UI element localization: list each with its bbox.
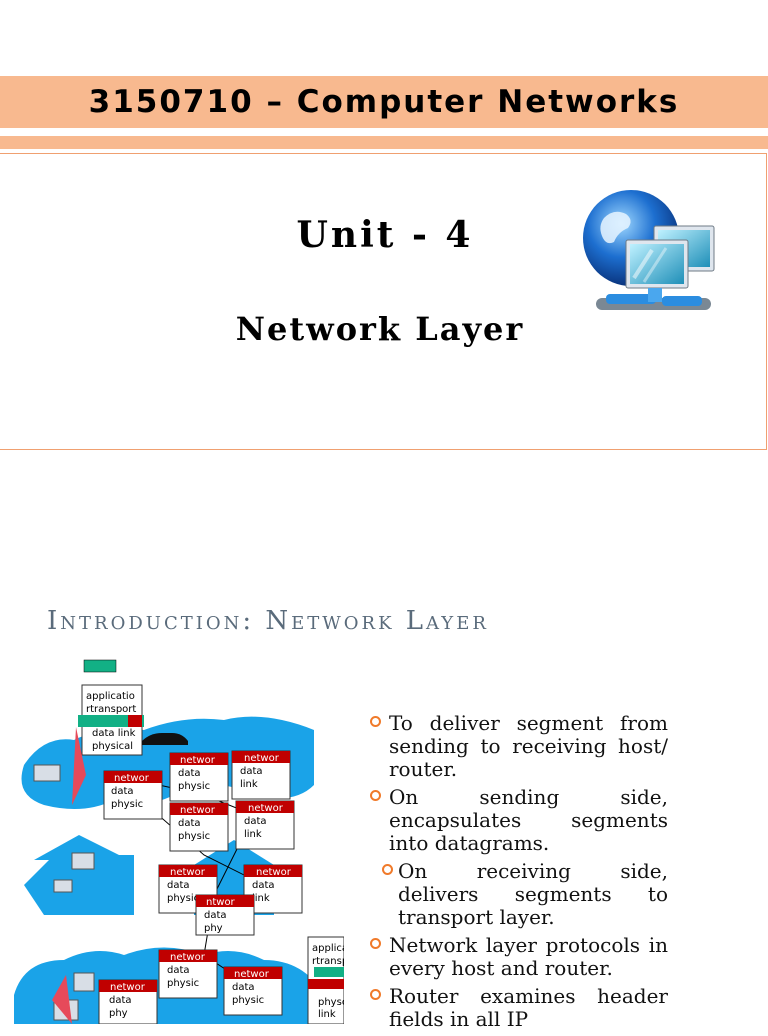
svg-text:data: data [109,995,132,1006]
unit-subtitle: Network Layer [235,310,525,348]
svg-text:link: link [240,779,258,790]
svg-text:phy: phy [204,923,223,934]
svg-text:data: data [240,766,263,777]
svg-text:applicatio: applicatio [312,943,344,954]
svg-text:physdata: physdata [318,997,344,1008]
svg-text:networ: networ [110,982,146,993]
diagram-label: physical [92,741,133,752]
svg-text:physic: physic [178,831,210,842]
unit-box [0,153,767,450]
svg-text:rtranspo: rtranspo [312,956,344,967]
svg-text:link: link [244,829,262,840]
svg-text:data: data [232,982,255,993]
svg-text:physic: physic [232,995,264,1006]
svg-text:physic: physic [111,799,143,810]
svg-text:link: link [318,1009,336,1020]
svg-text:data: data [252,880,275,891]
bullet-ring-icon [370,716,381,727]
bullet-ring-icon [382,864,393,875]
globe-monitors-icon [583,190,715,310]
svg-text:data: data [244,816,267,827]
diagram-label: data link [92,728,136,739]
diagram-label: rtransport [86,704,136,715]
unit-title: Unit - 4 [296,214,474,256]
svg-text:data: data [111,786,134,797]
svg-text:data: data [167,965,190,976]
svg-text:networ: networ [180,805,216,816]
bullet-item: On sending side, encapsulates segments i… [368,786,668,855]
svg-text:networ: networ [256,867,292,878]
svg-text:data: data [178,768,201,779]
title-bar [0,76,768,128]
svg-text:networ: networ [170,952,206,963]
divider-band [0,136,768,149]
course-title: 3150710 – Computer Networks [88,84,680,120]
svg-text:physic: physic [167,893,199,904]
router-stack: networ data physic [103,770,163,820]
svg-text:physic: physic [167,978,199,989]
diagram-label: applicatio [86,691,135,702]
network-diagram: applicatio rtransport data link physical… [14,659,344,1024]
svg-text:networ: networ [248,803,284,814]
section-title: Introduction: Network Layer [47,606,489,636]
svg-text:networ: networ [234,969,270,980]
svg-text:ntwor: ntwor [206,897,236,908]
svg-text:physic: physic [178,781,210,792]
svg-text:data: data [178,818,201,829]
bullet-item: To deliver segment from sending to recei… [368,712,668,781]
svg-text:data: data [204,910,227,921]
bullet-ring-icon [370,938,381,949]
svg-text:networ: networ [244,753,280,764]
svg-text:networ: networ [180,755,216,766]
bullet-item: On receiving side, delivers segments to … [368,860,668,929]
svg-text:data: data [167,880,190,891]
bullet-list: To deliver segment from sending to recei… [368,712,668,1036]
bullet-ring-icon [370,790,381,801]
bullet-ring-icon [370,989,381,1000]
bullet-item: Router examines header fields in all IP [368,985,668,1031]
svg-text:networ: networ [114,773,150,784]
svg-text:phy: phy [109,1008,128,1019]
bullet-item: Network layer protocols in every host an… [368,934,668,980]
svg-text:link: link [252,893,270,904]
svg-text:networ: networ [170,867,206,878]
